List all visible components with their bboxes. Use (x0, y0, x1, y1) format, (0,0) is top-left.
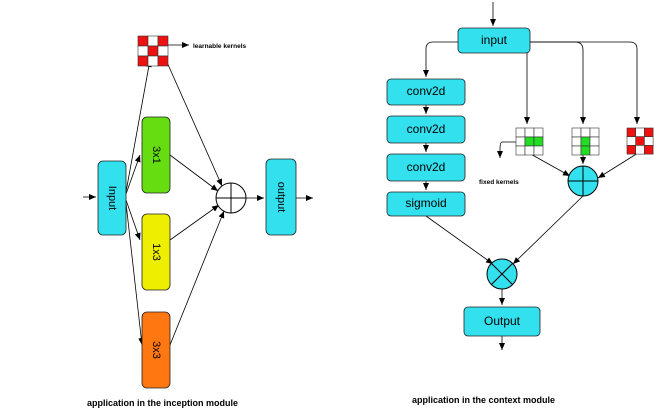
kernel-cell (626, 127, 636, 137)
conv2d-box-2 (386, 115, 466, 144)
arrow-learnable-to-sum (165, 59, 223, 187)
context-learnable-kernel-icon (626, 127, 654, 155)
kernel-cell (580, 145, 591, 156)
kernel-cell (533, 127, 544, 138)
kernel-3x1-box (141, 116, 171, 194)
kernel-cell (533, 145, 544, 156)
arrow-3x1-to-sum (169, 154, 219, 192)
inception-input-box (97, 160, 127, 236)
arrow-input-to-1x3 (125, 199, 141, 241)
context-input-box (457, 27, 531, 54)
context-sum-node (567, 165, 599, 197)
kernel-cell (580, 136, 591, 147)
kernel-cell (137, 55, 149, 67)
learnable-kernel-icon (137, 35, 169, 67)
inception-output-label: output (275, 182, 287, 213)
context-diagram: input conv2d conv2d conv2d sigmoid fixed… (386, 2, 654, 405)
kernel-cell (524, 145, 535, 156)
conv2d-label-2: conv2d (407, 122, 446, 136)
kernel-cell (644, 136, 654, 146)
inception-connectors (83, 42, 313, 346)
arrow-1x3-to-sum (169, 204, 220, 241)
fixed-kernels-label: fixed kernels (479, 179, 519, 186)
conv2d-box-1 (386, 78, 466, 106)
kernel-cell (524, 127, 535, 138)
conv2d-label-3: conv2d (407, 160, 446, 174)
arrow-input-to-3x1 (125, 154, 141, 195)
context-output-label: Output (484, 314, 521, 328)
context-multiply-node (486, 258, 518, 290)
inception-output-box (265, 158, 297, 236)
arrow-input-to-learnable (530, 41, 640, 124)
kernel-3x3-label: 3x3 (150, 341, 162, 359)
kernel-cell (147, 35, 159, 47)
sigmoid-label: sigmoid (405, 196, 446, 210)
kernel-cell (635, 127, 645, 137)
kernel-1x3-box (141, 213, 171, 291)
kernel-cell (589, 127, 600, 138)
inception-input-label: Input (106, 186, 118, 210)
fixed-kernel-vertical-icon (571, 127, 600, 156)
kernel-cell (533, 136, 544, 147)
kernel-cell (157, 55, 169, 67)
arrow-input-to-fixed-v (530, 41, 586, 124)
learnable-kernels-label: learnable kernels (193, 43, 246, 50)
arrow-3x3-to-sum (169, 210, 225, 346)
arrow-sigmoid-to-mult (425, 215, 494, 265)
kernel-cell (137, 45, 149, 57)
kernel-cell (515, 127, 526, 138)
kernel-cell (589, 136, 600, 147)
kernel-1x3-label: 1x3 (150, 243, 162, 261)
context-caption: application in the context module (412, 395, 555, 405)
arrow-to-fixed-label (497, 141, 516, 158)
context-connectors (423, 2, 640, 350)
inception-sum-node (215, 182, 247, 214)
kernel-cell (635, 145, 645, 155)
kernel-cell (137, 35, 149, 47)
kernel-cell (644, 127, 654, 137)
kernel-cell (589, 145, 600, 156)
kernel-cell (626, 145, 636, 155)
arrow-sum-to-mult (512, 195, 584, 265)
sigmoid-box (386, 191, 466, 217)
inception-caption: application in the inception module (87, 398, 238, 408)
kernel-3x3-box (141, 311, 171, 389)
arrow-learnable-to-sum (597, 152, 639, 179)
arrow-input-to-3x3 (125, 202, 145, 346)
conv2d-label-1: conv2d (407, 84, 446, 98)
kernel-cell (157, 45, 169, 57)
kernel-cell (571, 145, 582, 156)
kernel-cell (571, 127, 582, 138)
conv2d-box-3 (386, 153, 466, 182)
kernel-cell (515, 136, 526, 147)
kernel-cell (515, 145, 526, 156)
kernel-3x1-label: 3x1 (150, 146, 162, 164)
context-output-box (463, 306, 541, 337)
kernel-cell (147, 55, 159, 67)
kernel-cell (147, 45, 159, 57)
kernel-cell (580, 127, 591, 138)
kernel-cell (635, 136, 645, 146)
kernel-cell (524, 136, 535, 147)
fixed-kernel-horizontal-icon (515, 127, 544, 156)
kernel-cell (157, 35, 169, 47)
arrow-input-to-learnable (125, 59, 152, 193)
arrow-fixed-h-to-sum (526, 151, 571, 177)
context-input-label: input (481, 33, 508, 47)
kernel-cell (571, 136, 582, 147)
kernel-cell (644, 145, 654, 155)
arrow-input-to-conv1 (423, 41, 458, 77)
inception-diagram: learnable kernels Input 3x1 1x3 3x3 outp… (83, 35, 313, 408)
kernel-cell (626, 136, 636, 146)
